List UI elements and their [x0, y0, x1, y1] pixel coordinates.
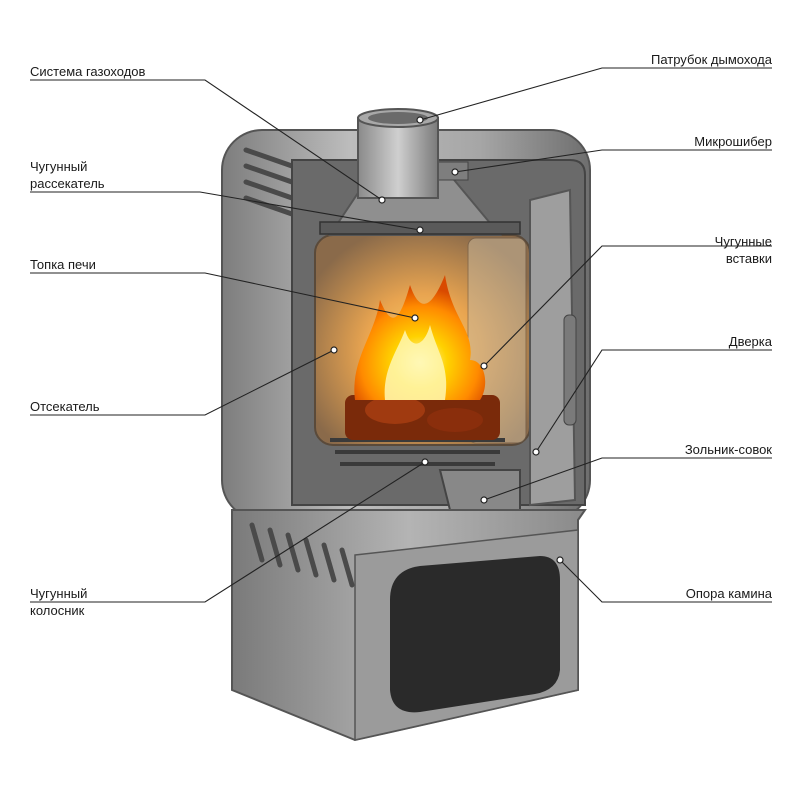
label-firebox: Топка печи [30, 256, 96, 273]
label-cast-divider-line2: рассекатель [30, 176, 105, 191]
label-micro-damper-text: Микрошибер [694, 134, 772, 149]
label-micro-damper: Микрошибер [694, 133, 772, 150]
label-door-text: Дверка [728, 334, 772, 349]
label-system-gas-text: Система газоходов [30, 64, 146, 79]
label-ash-box-text: Зольник-совок [684, 442, 772, 457]
leader-dots [330, 116, 564, 564]
label-ash-box: Зольник-совок [685, 441, 772, 458]
leader-lines [30, 67, 772, 603]
label-system-gas: Система газоходов [30, 63, 145, 80]
chimney-pipe [357, 108, 439, 199]
label-cast-grate: Чугунный колосник [30, 585, 87, 619]
label-cast-inserts-line2: вставки [725, 251, 772, 266]
label-chimney-pipe: Патрубок дымохода [651, 51, 772, 68]
side-vents [243, 147, 295, 217]
label-cast-divider-line1: Чугунный [30, 159, 88, 174]
stove-base [231, 509, 587, 742]
fire [345, 275, 500, 440]
base-vents [249, 522, 355, 588]
label-firebox-text: Топка печи [30, 257, 96, 272]
label-cast-divider: Чугунный рассекатель [30, 158, 105, 192]
label-cutter-text: Отсекатель [30, 399, 100, 414]
label-cast-grate-line2: колосник [30, 603, 85, 618]
label-chimney-pipe-text: Патрубок дымохода [650, 52, 772, 67]
label-fireplace-support-text: Опора камина [685, 586, 772, 601]
label-door: Дверка [729, 333, 772, 350]
label-fireplace-support: Опора камина [686, 585, 772, 602]
label-cutter: Отсекатель [30, 398, 100, 415]
label-cast-grate-line1: Чугунный [30, 586, 88, 601]
label-cast-inserts-line1: Чугунные [714, 234, 772, 249]
label-cast-inserts: Чугунные вставки [715, 233, 772, 267]
